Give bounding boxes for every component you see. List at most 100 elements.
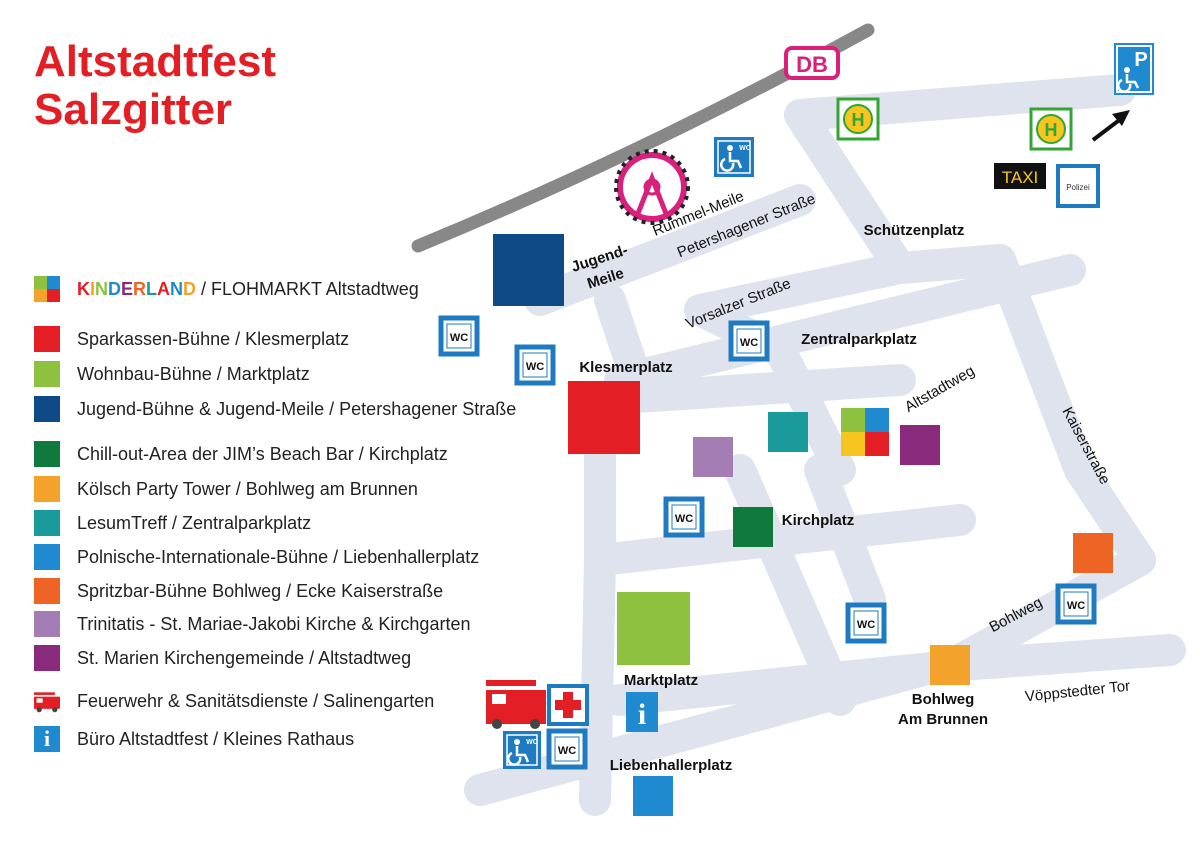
label-liebenhallerplatz: Liebenhallerplatz [610, 757, 733, 774]
direction-arrow-icon [1091, 110, 1130, 142]
legend-swatch [34, 510, 60, 536]
svg-text:WC: WC [526, 361, 544, 373]
wc-icon: WC [663, 496, 705, 538]
wc-icon: WC [514, 344, 556, 386]
svg-text:WC: WC [558, 745, 576, 757]
first-aid-icon [547, 684, 589, 726]
legend-row: Chill-out-Area der JIM’s Beach Bar / Kir… [34, 441, 448, 467]
svg-text:H: H [1045, 120, 1058, 140]
kinderland-letter: N [95, 278, 109, 299]
police-icon: Polizei [1056, 164, 1100, 208]
ferris-wheel-icon [614, 149, 690, 225]
legend-swatch [34, 544, 60, 570]
legend-swatch [34, 441, 60, 467]
kinderland-letter: L [146, 278, 158, 299]
sparkassen-buehne-square [568, 381, 640, 454]
legend-row-fire: Feuerwehr & Sanitätsdienste / Salinengar… [34, 688, 434, 714]
legend-label: Spritzbar-Bühne Bohlweg / Ecke Kaiserstr… [77, 580, 444, 601]
legend-label: St. Marien Kirchengemeinde / Altstadtweg [77, 647, 412, 668]
legend-row: Jugend-Bühne & Jugend-Meile / Petershage… [34, 396, 516, 422]
wc-icon: WC [546, 728, 588, 770]
legend-swatch [34, 476, 60, 502]
svg-text:WC: WC [450, 332, 468, 344]
svg-text:H: H [852, 110, 865, 130]
legend-row: Sparkassen-Bühne / Klesmerplatz [34, 326, 349, 352]
kinderland-letter: D [183, 278, 197, 299]
label-schuetzenplatz: Schützenplatz [864, 222, 965, 239]
wc-icon: WC [845, 602, 887, 644]
kinderland-letter: I [90, 278, 96, 299]
svg-text:WC: WC [675, 513, 693, 525]
legend-swatch [34, 578, 60, 604]
legend-label-kinderland: KINDERLAND / FLOHMARKT Altstadtweg [77, 278, 419, 299]
legend-swatch [34, 326, 60, 352]
svg-text:WC: WC [740, 337, 758, 349]
legend-label: Jugend-Bühne & Jugend-Meile / Petershage… [77, 398, 517, 419]
svg-text:WC: WC [1067, 600, 1085, 612]
svg-text:Polizei: Polizei [1066, 183, 1090, 192]
svg-text:P: P [1134, 49, 1147, 71]
fire-truck-icon [486, 680, 546, 729]
legend-row: Wohnbau-Bühne / Marktplatz [34, 361, 310, 387]
legend-swatch [34, 611, 60, 637]
svg-text:WC: WC [739, 145, 751, 152]
kinderland-swatch [34, 276, 60, 302]
legend-label-fire: Feuerwehr & Sanitätsdienste / Salinengar… [77, 690, 435, 711]
bus-stop-icon: H [1029, 107, 1073, 151]
koelsch-tower-square [930, 645, 970, 685]
legend-label: Sparkassen-Bühne / Klesmerplatz [77, 328, 350, 349]
svg-text:WC: WC [857, 619, 875, 631]
legend-row: Kölsch Party Tower / Bohlweg am Brunnen [34, 476, 418, 502]
kinderland-square [841, 408, 889, 456]
label-zentralparkplatz: Zentralparkplatz [801, 331, 917, 348]
legend-row: Spritzbar-Bühne Bohlweg / Ecke Kaiserstr… [34, 578, 443, 604]
svg-text:TAXI: TAXI [1002, 168, 1039, 187]
legend-label: LesumTreff / Zentralparkplatz [77, 512, 312, 533]
svg-text:WC: WC [526, 739, 538, 746]
kinderland-letter: K [77, 278, 90, 299]
legend-label: Wohnbau-Bühne / Marktplatz [77, 363, 310, 384]
bus-stop-icon: H [836, 97, 880, 141]
accessible-wc-icon: WC [714, 137, 754, 177]
lesumtreff-square [768, 412, 808, 452]
taxi-icon: TAXI [994, 163, 1046, 189]
label-kirchplatz: Kirchplatz [782, 512, 855, 529]
info-icon: i [626, 692, 658, 732]
fire-truck-icon [34, 692, 60, 713]
legend-label: Kölsch Party Tower / Bohlweg am Brunnen [77, 478, 418, 499]
kinderland-letter: E [121, 278, 134, 299]
label-voeppstedter-tor: Vöppstedter Tor [1024, 678, 1131, 706]
legend-label-info: Büro Altstadtfest / Kleines Rathaus [77, 728, 355, 749]
spritzbar-square [1073, 533, 1113, 573]
disabled-parking-icon: P [1114, 43, 1154, 95]
legend-swatch [34, 645, 60, 671]
chill-out-square [733, 507, 773, 547]
jugend-buehne-square [493, 234, 564, 306]
legend-row-kinderland: KINDERLAND / FLOHMARKT Altstadtweg [34, 276, 419, 302]
kinderland-letter: A [157, 278, 171, 299]
legend-row: Trinitatis - St. Mariae-Jakobi Kirche & … [34, 611, 470, 637]
label-altstadtweg: Altstadtweg [902, 362, 978, 415]
legend-swatch [34, 396, 60, 422]
legend-label: Trinitatis - St. Mariae-Jakobi Kirche & … [77, 613, 471, 634]
legend-row-info: i Büro Altstadtfest / Kleines Rathaus [34, 726, 354, 752]
label-klesmerplatz: Klesmerplatz [579, 359, 672, 376]
db-logo-icon: DB [784, 46, 840, 80]
wc-icon: WC [438, 315, 480, 357]
accessible-wc-icon: WC [503, 731, 541, 769]
legend-row: St. Marien Kirchengemeinde / Altstadtweg [34, 645, 411, 671]
wc-icon: WC [1055, 583, 1097, 625]
legend-row: LesumTreff / Zentralparkplatz [34, 510, 311, 536]
st-marien-square [900, 425, 940, 465]
kinderland-letter: R [133, 278, 147, 299]
trinitatis-square [693, 437, 733, 477]
svg-text:DB: DB [796, 52, 828, 77]
kinderland-letter: N [170, 278, 184, 299]
legend-label: Chill-out-Area der JIM’s Beach Bar / Kir… [77, 443, 448, 464]
page-title: Altstadtfest Salzgitter [34, 37, 277, 134]
info-icon: i [34, 726, 60, 752]
wohnbau-buehne-square [617, 592, 690, 665]
svg-text:i: i [638, 698, 646, 731]
legend-label: Polnische-Internationale-Bühne / Liebenh… [77, 546, 480, 567]
